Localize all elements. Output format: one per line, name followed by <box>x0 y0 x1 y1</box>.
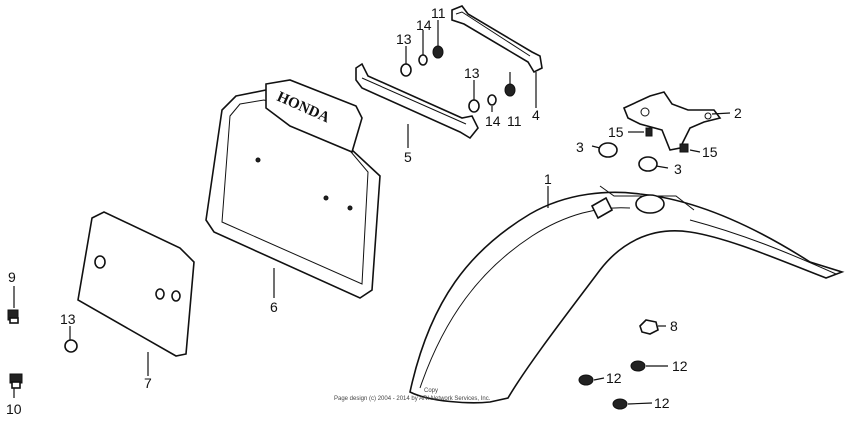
callout-10: 10 <box>6 401 22 417</box>
callout-15-left: 15 <box>608 124 624 140</box>
callout-6: 6 <box>270 299 278 315</box>
callout-14-upper: 14 <box>416 17 432 33</box>
callout-3-left: 3 <box>576 139 584 155</box>
part-9-bolt <box>7 309 19 324</box>
part-1-fender <box>409 185 845 404</box>
callout-9: 9 <box>8 269 16 285</box>
part-7-plate <box>77 211 195 357</box>
callout-14-mid: 14 <box>485 113 501 129</box>
part-13-nut-lower <box>64 339 78 353</box>
part-6-plate-holder: HONDA <box>205 79 381 299</box>
callout-13-upper: 13 <box>396 31 412 47</box>
leader-lines <box>13 20 731 405</box>
part-10-bolt <box>9 373 23 389</box>
callout-2: 2 <box>734 105 742 121</box>
callout-7: 7 <box>144 375 152 391</box>
footer-line-1: Copy <box>424 388 438 394</box>
callout-12-a: 12 <box>672 358 688 374</box>
callout-12-c: 12 <box>654 395 670 411</box>
part-4-stay-bracket <box>451 5 543 74</box>
callout-4: 4 <box>532 107 540 123</box>
part-5-stay-bracket <box>355 62 479 140</box>
callout-5: 5 <box>404 149 412 165</box>
callout-8: 8 <box>670 318 678 334</box>
part-2-bracket <box>622 91 722 151</box>
callout-1: 1 <box>544 171 552 187</box>
callout-11-upper: 11 <box>431 5 446 21</box>
callout-13-lower: 13 <box>60 311 76 327</box>
callout-12-b: 12 <box>606 370 622 386</box>
footer-line-2: Page design (c) 2004 - 2014 by ARI Netwo… <box>334 396 491 402</box>
hardware-fender-lower <box>578 319 659 410</box>
hardware-right <box>598 127 689 172</box>
callout-11-mid: 11 <box>507 113 522 129</box>
callout-15-right: 15 <box>702 144 718 160</box>
callout-13-mid: 13 <box>464 65 480 81</box>
callout-3-right: 3 <box>674 161 682 177</box>
